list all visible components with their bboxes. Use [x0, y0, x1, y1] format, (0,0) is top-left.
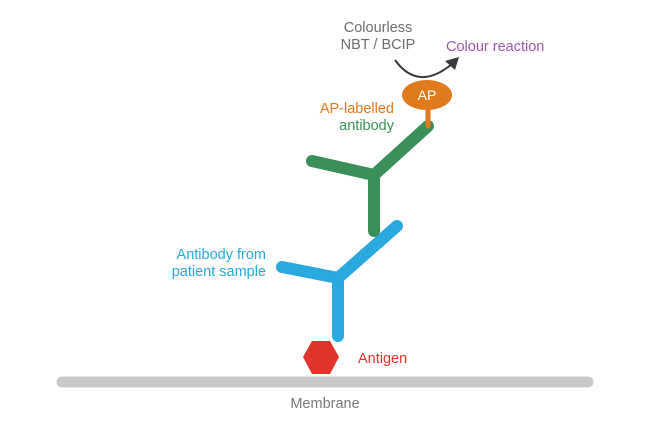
- ap-antibody-label-line1: AP-labelled: [319, 101, 394, 117]
- patient-antibody-label: Antibody from patient sample: [150, 247, 266, 281]
- substrate-label: Colourless NBT / BCIP: [330, 20, 426, 54]
- enzyme-label: AP: [417, 87, 437, 103]
- patient-antibody-label-line2: patient sample: [171, 264, 266, 280]
- antigen-hexagon: [303, 341, 339, 374]
- patient-antibody: [276, 220, 403, 342]
- antigen-label: Antigen: [358, 351, 408, 367]
- ap-enzyme: [402, 80, 452, 110]
- ap-labelled-antibody: [306, 120, 434, 237]
- colour-reaction-label: Colour reaction: [446, 39, 545, 55]
- curved-arrow-icon: [394, 57, 459, 79]
- ap-antibody-label-line2: antibody: [339, 118, 394, 134]
- ap-antibody-label: AP-labelled antibody: [290, 101, 394, 135]
- membrane-label: Membrane: [290, 396, 360, 412]
- substrate-label-line2: NBT / BCIP: [340, 37, 416, 53]
- patient-antibody-label-line1: Antibody from: [176, 247, 266, 263]
- substrate-label-line1: Colourless: [343, 20, 413, 36]
